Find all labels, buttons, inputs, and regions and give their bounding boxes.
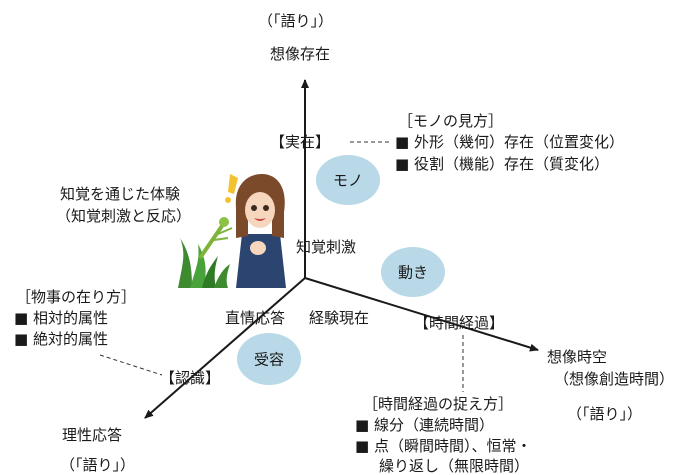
toraekata-item-1: ■ 線分（連続時間） <box>355 416 494 434</box>
arikata-item-2: ■ 絶対的属性 <box>14 330 108 348</box>
jikan-keika-label: 【時間経過】 <box>414 314 505 332</box>
right-sub: （想像創造時間） <box>554 370 675 388</box>
right-katari: （「語り」） <box>567 405 643 423</box>
circle-juyou: 受容 <box>237 333 301 385</box>
dash-ninshiki <box>99 354 163 376</box>
experience-line-1: 知覚を通じた体験 <box>60 185 181 203</box>
circle-ugoki-label: 動き <box>397 263 428 282</box>
mono-no-mikata-item-2: ■ 役割（機能）存在（質変化） <box>395 155 609 173</box>
center-keiken: 経験現在 <box>309 309 370 327</box>
toraekata-item-2: ■ 点（瞬間時間）、恒常・ <box>355 437 532 455</box>
axis-down-left <box>144 277 306 419</box>
arikata-item-1: ■ 相対的属性 <box>14 309 108 327</box>
mono-no-mikata-heading: ［モノの見方］ <box>398 112 504 130</box>
experience-line-2: （知覚刺激と反応） <box>56 207 192 225</box>
right-title: 想像時空 <box>547 348 608 366</box>
circle-ugoki: 動き <box>381 247 445 297</box>
circle-mono-label: モノ <box>332 171 363 190</box>
center-chikaku: 知覚刺激 <box>296 238 357 256</box>
bottom-left-title: 理性応答 <box>62 426 123 444</box>
top-title: 想像存在 <box>270 45 331 63</box>
bottom-left-katari: （「語り」） <box>60 456 136 474</box>
circle-juyou-label: 受容 <box>253 350 284 369</box>
center-chokujou: 直情応答 <box>225 309 286 327</box>
mono-no-mikata-item-1: ■ 外形（幾何）存在（位置変化） <box>395 133 624 151</box>
toraekata-item-3: 繰り返し（無限時間） <box>379 457 530 475</box>
toraekata-heading: ［時間経過の捉え方］ <box>363 395 514 413</box>
circle-mono: モノ <box>316 155 380 205</box>
top-katari: （「語り」） <box>258 12 334 30</box>
axis-right <box>304 277 539 352</box>
girl-mantis-illustration <box>178 174 286 288</box>
ninshiki-label: 【認識】 <box>160 369 221 387</box>
jitsuzai-label: 【実在】 <box>270 133 331 151</box>
arikata-heading: ［物事の在り方］ <box>16 288 137 306</box>
